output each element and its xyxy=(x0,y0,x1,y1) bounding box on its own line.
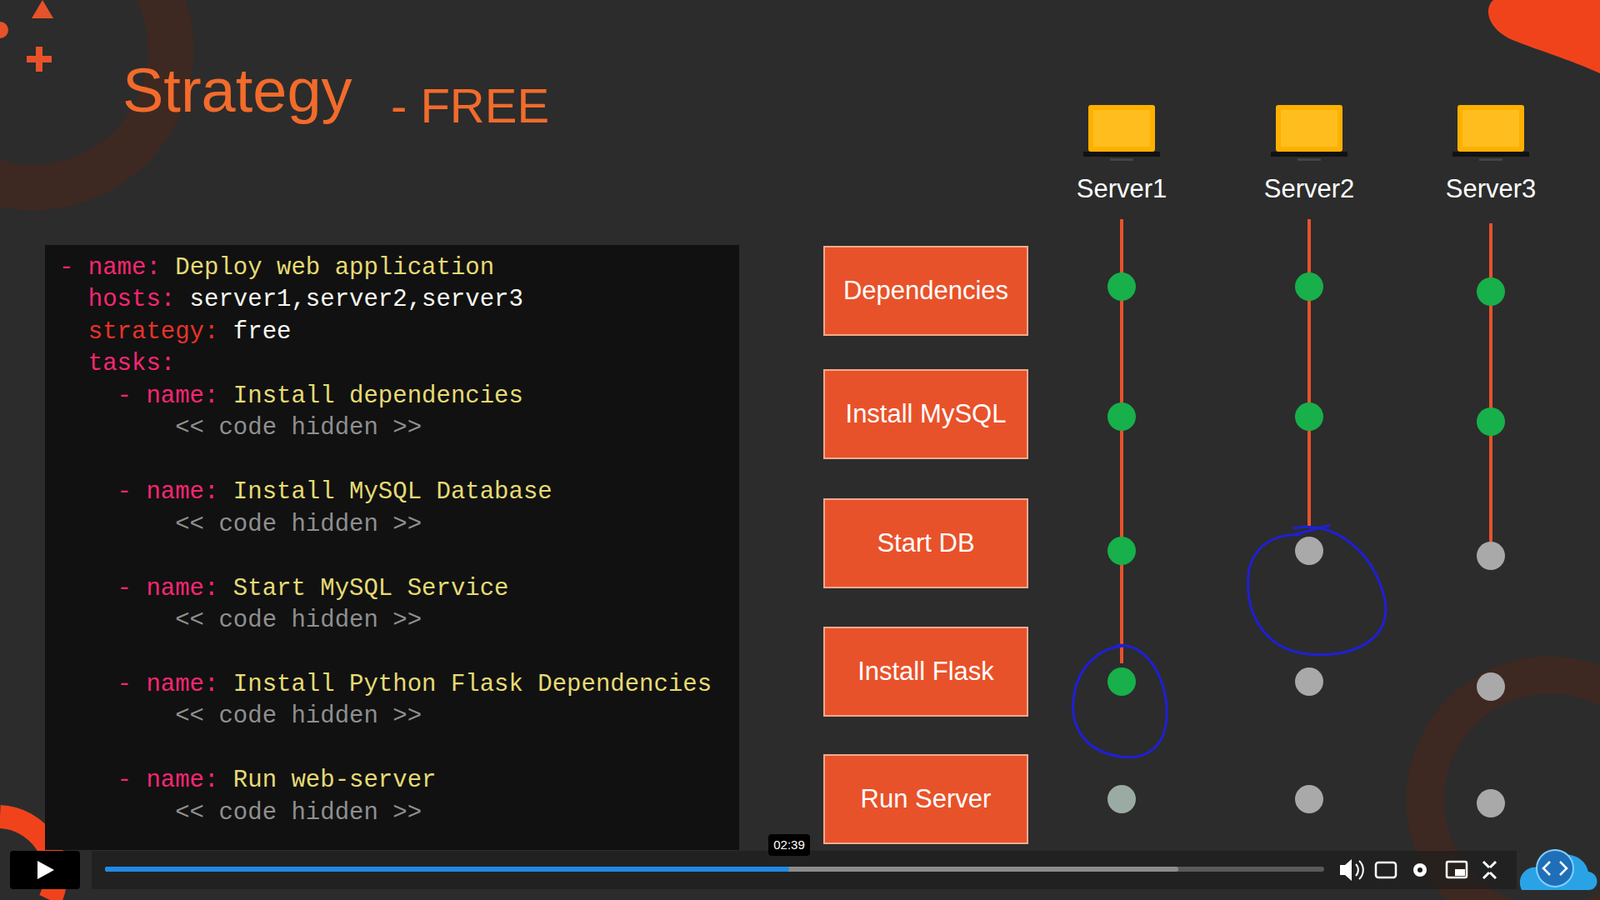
code-line: << code hidden >> xyxy=(175,412,422,445)
title-suffix: - FREE xyxy=(390,74,550,137)
code-line: << code hidden >> xyxy=(175,509,422,541)
time-tooltip-text: 02:39 xyxy=(768,836,810,854)
monitor-icon xyxy=(1270,105,1348,161)
code-line: hosts: server1,server2,server3 xyxy=(88,284,524,316)
server-label: Server1 xyxy=(1076,173,1168,205)
decor-plus xyxy=(26,46,52,72)
play-button xyxy=(10,850,80,890)
server-timeline xyxy=(1489,223,1493,542)
task-dots xyxy=(1107,272,1505,818)
code-line: << code hidden >> xyxy=(175,605,422,637)
server-label: Server2 xyxy=(1264,173,1355,205)
code-line: strategy: free xyxy=(88,316,292,349)
progress-played xyxy=(105,866,790,872)
slide-title: Strategy xyxy=(122,60,353,122)
code-line: - name: Install MySQL Database xyxy=(117,476,553,509)
annotation-circle xyxy=(1248,525,1386,655)
monitor-icon xyxy=(1452,105,1530,161)
decor-blob xyxy=(1488,0,1600,74)
code-line: << code hidden >> xyxy=(175,797,422,830)
code-line: - name: Run web-server xyxy=(117,765,437,797)
code-line: << code hidden >> xyxy=(175,700,422,733)
player-bar xyxy=(91,850,1517,890)
task-box: Run Server xyxy=(823,754,1029,845)
server-node: Server1 xyxy=(1076,173,1168,205)
code-panel: - name: Deploy web applicationhosts: ser… xyxy=(45,245,740,850)
server-timeline xyxy=(1307,219,1311,526)
code-line: - name: Start MySQL Service xyxy=(117,573,510,605)
task-box: Start DB xyxy=(823,498,1029,589)
monitor-icon xyxy=(1083,105,1160,161)
server-node: Server3 xyxy=(1445,173,1537,205)
task-box: Install Flask xyxy=(823,626,1029,717)
progress-track xyxy=(105,866,1325,872)
code-line: - name: Deploy web application xyxy=(59,252,495,285)
task-box: Install MySQL xyxy=(823,369,1029,460)
server-node: Server2 xyxy=(1264,173,1355,205)
task-label: Dependencies xyxy=(843,275,1009,306)
decor-dot xyxy=(0,21,9,39)
progress-buffered xyxy=(105,866,1179,872)
embed-icon xyxy=(1543,861,1567,875)
code-line: - name: Install dependencies xyxy=(117,380,524,413)
server-label: Server3 xyxy=(1445,173,1537,205)
code-line: - name: Install Python Flask Dependencie… xyxy=(117,669,713,701)
embed-button xyxy=(1536,850,1574,887)
code-line: tasks: xyxy=(88,348,175,380)
decor-triangle xyxy=(31,0,54,19)
time-tooltip xyxy=(768,834,810,856)
task-label: Start DB xyxy=(876,528,975,559)
task-label: Run Server xyxy=(860,784,992,815)
annotation-circle xyxy=(1073,645,1167,758)
task-label: Install Flask xyxy=(857,656,995,687)
player-icons xyxy=(1340,859,1496,881)
task-box: Dependencies xyxy=(823,245,1029,336)
task-label: Install MySQL xyxy=(845,399,1007,430)
play-icon xyxy=(37,860,55,880)
